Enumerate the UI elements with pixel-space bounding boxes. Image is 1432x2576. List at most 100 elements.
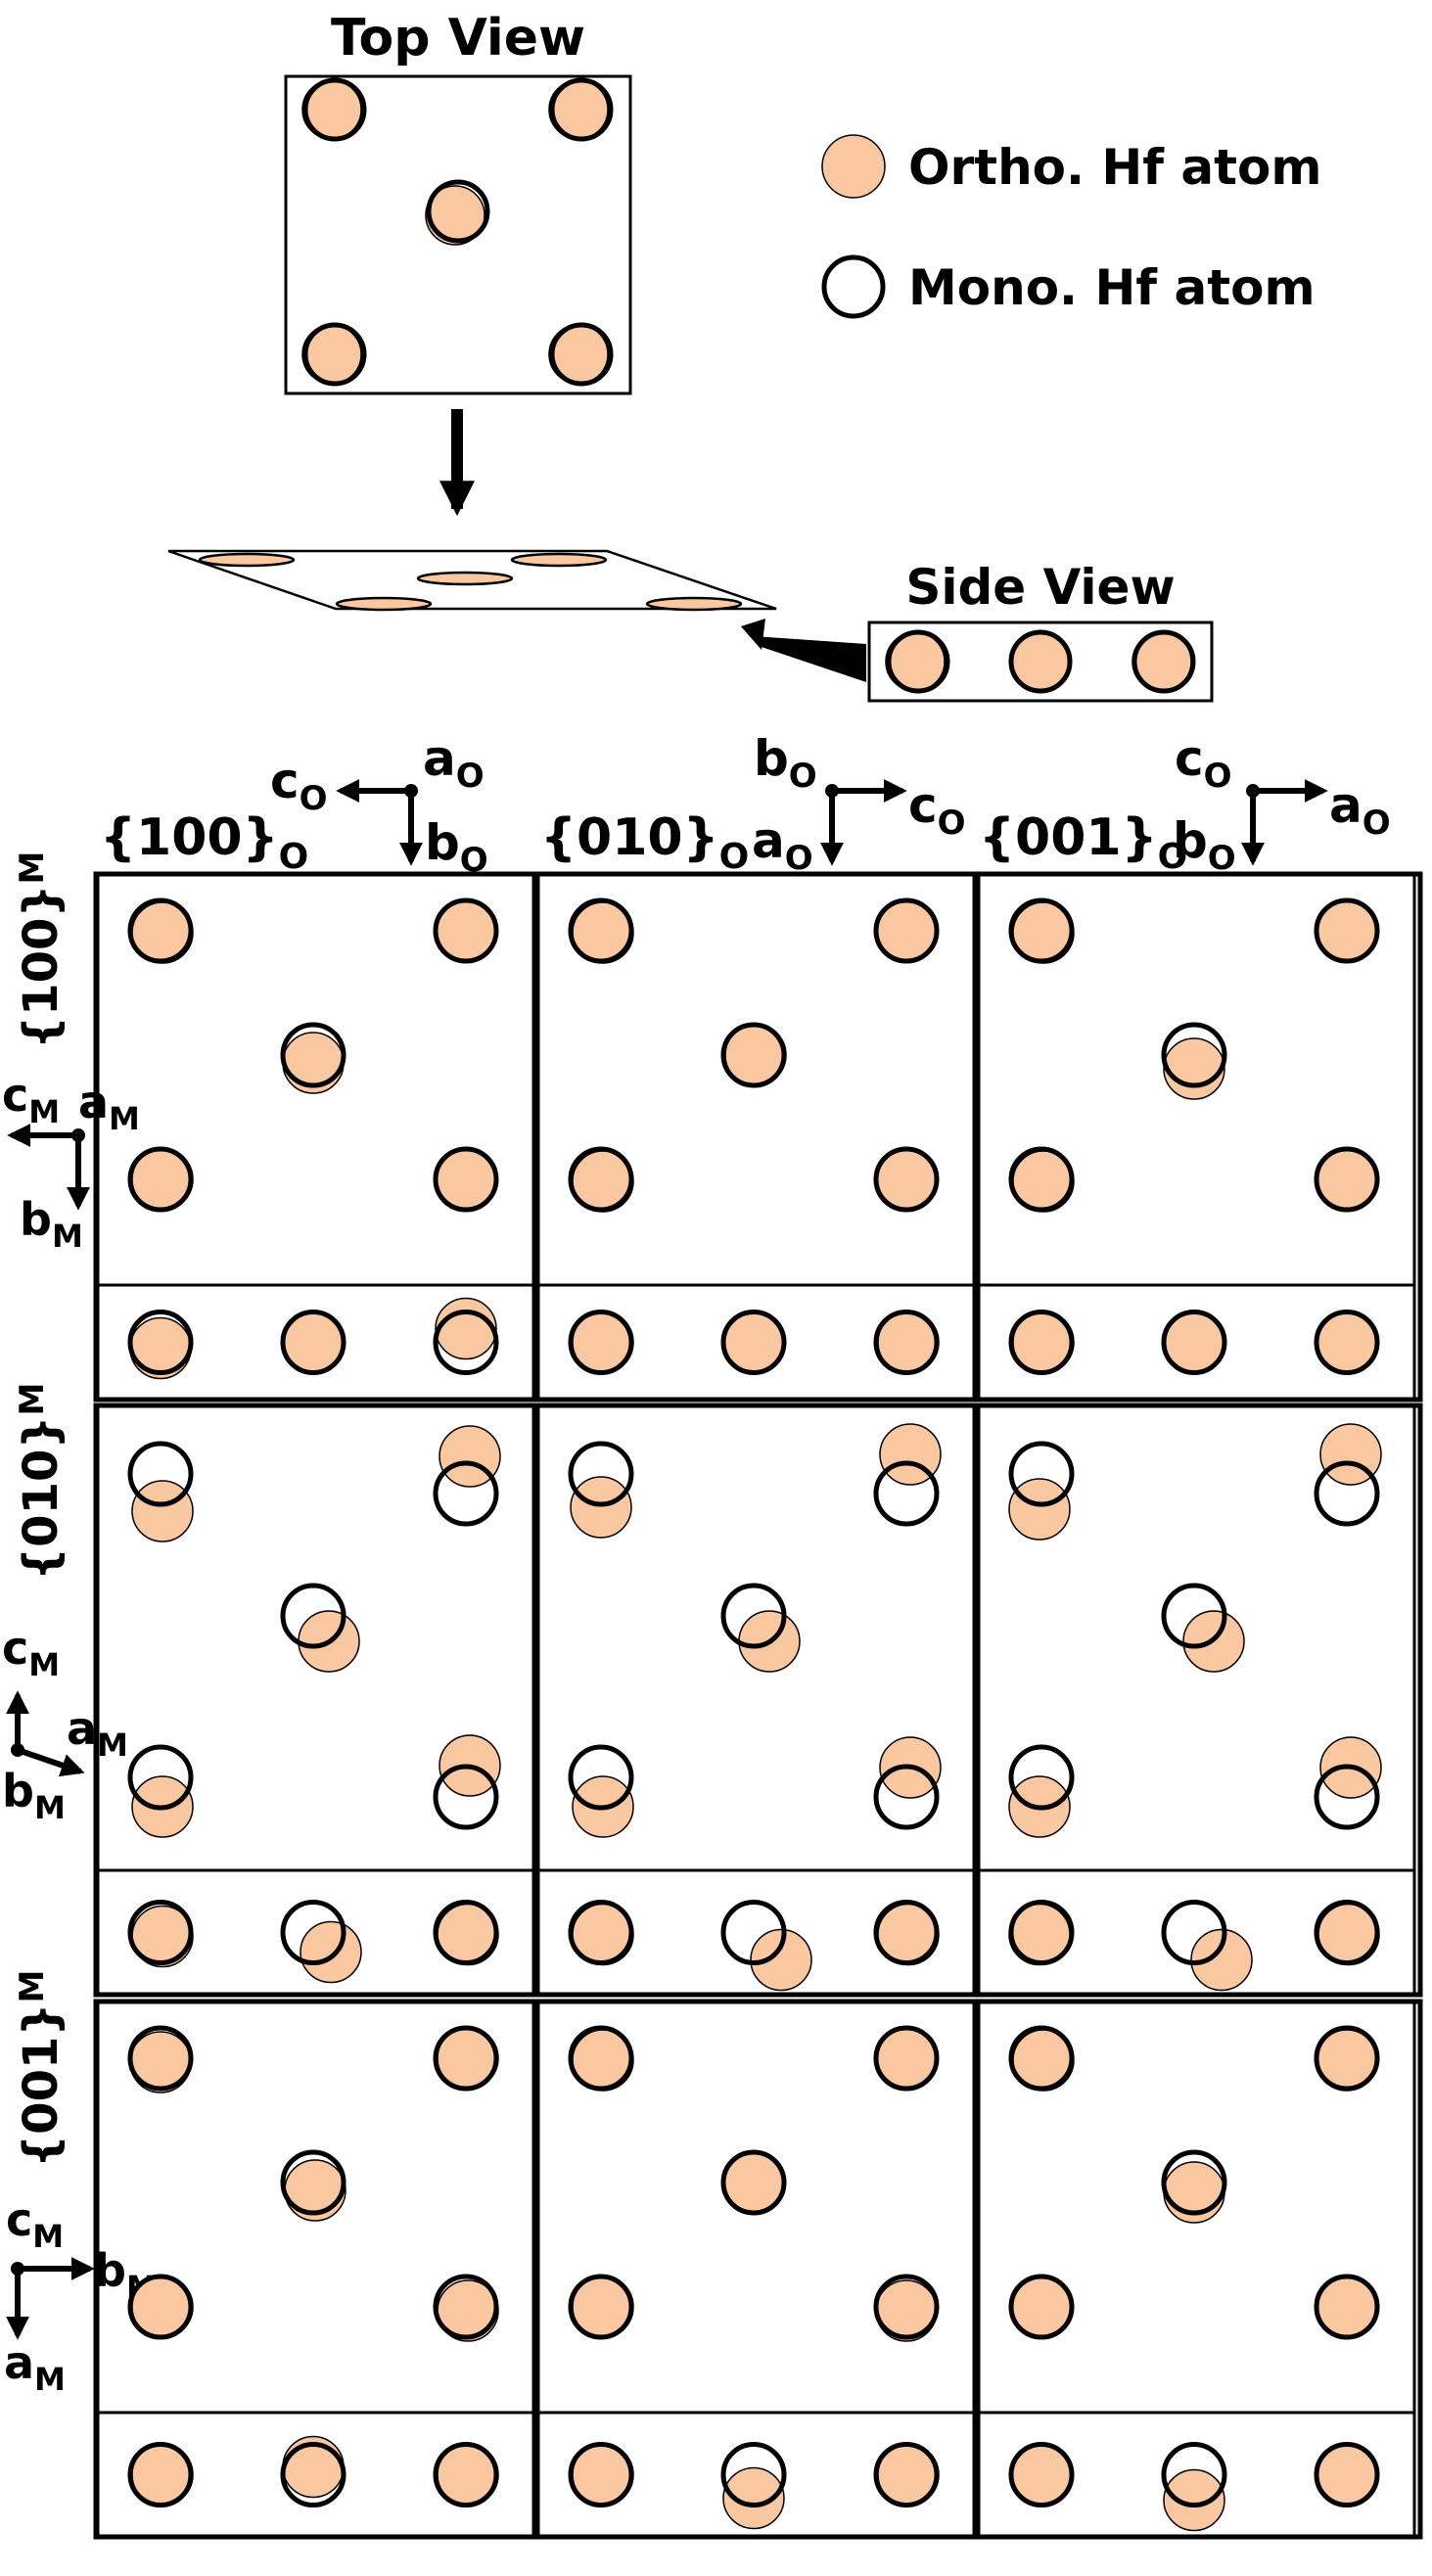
row-label-100-m: {100}M	[13, 851, 69, 1049]
atom-pair	[568, 1146, 634, 1213]
mono-hf-atom	[873, 2025, 940, 2092]
ortho-hf-atom	[570, 1476, 632, 1539]
column-label-010-o: {010}O	[540, 808, 749, 877]
atom-pair	[720, 2149, 787, 2216]
mono-hf-atom	[568, 897, 634, 964]
projection-grid	[93, 871, 1423, 2540]
mono-hf-atom	[873, 1310, 940, 1375]
legend: Ortho. Hf atom Mono. Hf atom	[821, 134, 1322, 319]
atom-pair	[280, 1022, 346, 1094]
row-label-010-m: {010}M	[13, 1383, 69, 1581]
projection-panel	[536, 2000, 976, 2539]
atom-pair	[1008, 897, 1075, 964]
atom-pair	[548, 322, 614, 387]
svg-text:aM: aM	[67, 1702, 128, 1764]
panel-side-frame	[96, 1283, 535, 1402]
atom-pair	[433, 1146, 499, 1213]
ortho-hf-atom	[131, 1480, 194, 1542]
svg-text:bM: bM	[20, 1193, 83, 1255]
mono-hf-atom	[720, 1310, 787, 1375]
ortho-hf-atom	[1008, 1478, 1071, 1541]
mono-hf-atom	[568, 1310, 634, 1375]
atom-pair	[1008, 1310, 1075, 1375]
mono-hf-atom	[280, 1583, 346, 1649]
mono-hf-atom	[280, 2149, 346, 2216]
mono-hf-atom	[568, 2442, 634, 2507]
mono-hf-atom	[1161, 1310, 1227, 1375]
atom-pair	[127, 1146, 194, 1213]
svg-text:aM: aM	[4, 2336, 66, 2398]
mono-hf-atom	[433, 1146, 499, 1213]
atom-pair	[1314, 1146, 1380, 1213]
ortho-hf-atom	[129, 2031, 192, 2093]
atom-pair	[1314, 1423, 1382, 1527]
mono-hf-atom	[720, 2442, 787, 2507]
mono-hf-atom	[568, 2025, 634, 2092]
atom-pair	[433, 897, 499, 964]
atom-pair	[1161, 1022, 1227, 1100]
atom-pair	[568, 1900, 634, 1966]
atom-pair	[1314, 1900, 1380, 1966]
atom-pair	[1314, 2025, 1380, 2092]
column-axes-010-o: bO cO aO	[752, 730, 966, 878]
mono-hf-atom	[1161, 2149, 1227, 2216]
ortho-hf-atom	[129, 1316, 192, 1380]
top-view-frame	[284, 74, 632, 395]
legend-ortho-label: Ortho. Hf atom	[908, 139, 1322, 196]
mono-hf-atom	[1008, 1744, 1075, 1811]
mono-hf-atom	[873, 2442, 940, 2507]
projection-panel	[536, 1403, 976, 1997]
svg-text:cM: cM	[2, 1622, 60, 1683]
svg-text:bO: bO	[1173, 812, 1236, 878]
mono-hf-atom	[1008, 1310, 1075, 1375]
mono-hf-atom	[873, 2274, 940, 2340]
projection-panel	[536, 872, 976, 1402]
mono-hf-atom	[127, 2025, 194, 2092]
row-axes-010-m: cM aM bM	[2, 1622, 128, 1826]
atom-pair	[873, 1900, 940, 1966]
atom-pair	[127, 1744, 194, 1838]
atom-pair	[1008, 1441, 1075, 1541]
panel-side-frame	[536, 1283, 976, 1402]
atom-pair	[1008, 1744, 1075, 1838]
mono-hf-atom	[1314, 1460, 1380, 1527]
atom-pair	[433, 1734, 501, 1830]
atom-pair	[720, 1022, 787, 1088]
legend-mono-swatch	[821, 254, 886, 319]
svg-text:aM: aM	[78, 1076, 140, 1137]
mono-hf-atom	[873, 1146, 940, 1213]
atom-pair	[1314, 1736, 1382, 1830]
mono-hf-atom	[127, 1146, 194, 1213]
mono-hf-atom	[280, 1022, 346, 1088]
atom-pair	[425, 179, 490, 246]
svg-text:cO: cO	[1175, 730, 1232, 796]
atom-pair	[873, 2274, 940, 2342]
panel-side-frame	[96, 1868, 535, 1997]
ortho-hf-atom	[1190, 1928, 1253, 1992]
side-view-title: Side View	[905, 559, 1175, 616]
mono-hf-atom	[1161, 1022, 1227, 1088]
atom-pair	[301, 77, 367, 142]
mono-hf-atom	[1008, 1900, 1075, 1965]
plane-atoms	[198, 552, 743, 612]
mono-hf-atom	[127, 897, 194, 964]
column-axes-001-o: cO aO bO	[1173, 730, 1391, 878]
atom-pair	[1008, 1900, 1075, 1966]
panel-side-frame	[977, 2411, 1416, 2539]
projection-panel	[96, 1403, 535, 1997]
projection-panel	[977, 872, 1416, 1402]
atom-pair	[433, 2274, 499, 2342]
atom-pair	[1161, 1900, 1253, 1992]
wedge-pointer	[741, 626, 866, 682]
atom-pair	[127, 2442, 194, 2507]
mono-hf-atom	[127, 2442, 194, 2507]
mono-hf-atom	[433, 897, 499, 964]
svg-text:bO: bO	[754, 730, 817, 796]
atom-pair	[1008, 2274, 1075, 2340]
projection-panel	[96, 2000, 535, 2539]
atom-pair	[127, 1900, 194, 1968]
mono-hf-atom	[433, 1460, 499, 1527]
ortho-hf-atom	[1163, 2468, 1225, 2532]
atom-pair	[873, 1423, 942, 1527]
legend-mono-label: Mono. Hf atom	[908, 259, 1316, 316]
